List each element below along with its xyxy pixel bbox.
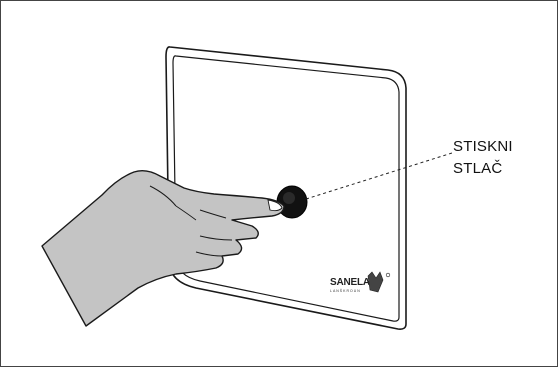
callout-label: STISKNI STLAČ bbox=[453, 136, 513, 180]
callout-leader-line bbox=[305, 152, 453, 200]
frame-top-border bbox=[0, 0, 558, 1]
brand-sub: LANŠKROUN bbox=[330, 288, 361, 293]
sanela-logo-icon: SANELA LANŠKROUN bbox=[330, 271, 391, 293]
callout-line-2: STLAČ bbox=[453, 160, 503, 177]
frame-left-border bbox=[0, 0, 1, 367]
panel-inner-edge bbox=[172, 55, 400, 322]
brand-name: SANELA bbox=[330, 277, 370, 288]
push-button-icon[interactable] bbox=[276, 185, 308, 219]
pointing-hand-icon bbox=[41, 169, 285, 327]
callout-line-1: STISKNI bbox=[453, 138, 513, 155]
